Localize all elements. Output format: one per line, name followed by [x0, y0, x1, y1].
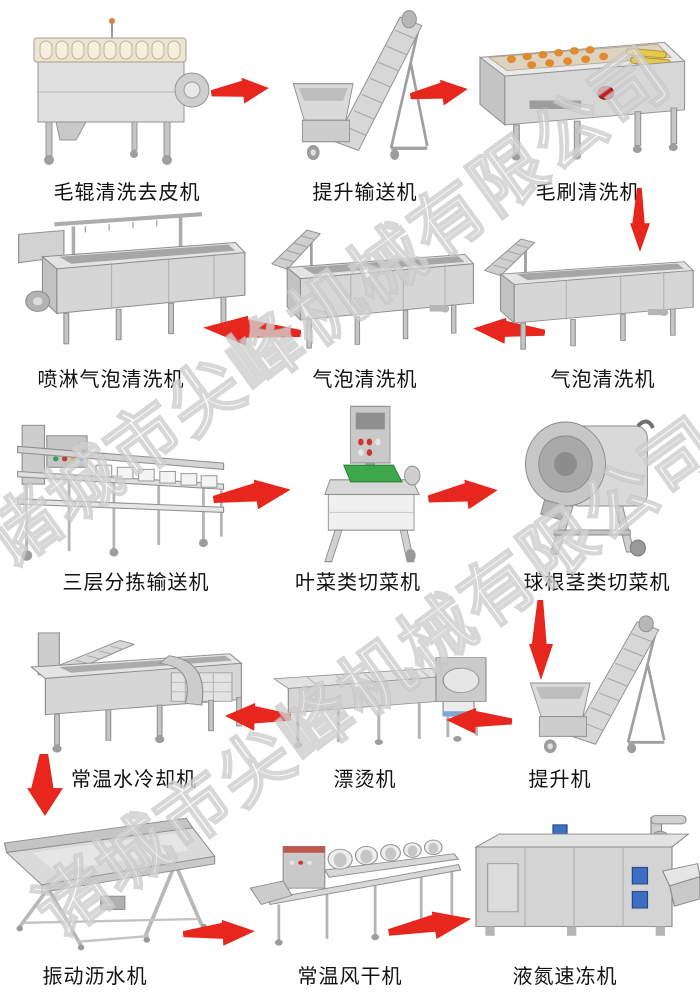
bubble-washer-illustration — [462, 225, 700, 365]
flow-arrow-right-r1a — [210, 75, 270, 107]
machine-label-water-cooler: 常温水冷却机 — [71, 769, 197, 791]
liquid-nitrogen-freezer-illustration — [455, 810, 700, 958]
machine-label-spray-bubble-washer: 喷淋气泡清洗机 — [37, 369, 185, 391]
brush-washer-illustration — [462, 18, 698, 168]
roller-peeler-illustration — [12, 10, 222, 170]
machine-label-blancher: 漂烫机 — [333, 769, 397, 791]
machine-photo-sorting-conveyor — [2, 398, 237, 566]
machine-label-bubble-washer-right: 气泡清洗机 — [550, 369, 656, 391]
flow-arrow-left-r4b — [446, 707, 513, 735]
machine-photo-water-cooler — [8, 612, 253, 764]
machine-photo-bubble-washer-right — [462, 225, 700, 365]
machine-label-air-dryer: 常温风干机 — [297, 966, 403, 988]
machine-photo-roller-peeler — [12, 10, 222, 170]
water-cooler-illustration — [8, 612, 253, 764]
machine-photo-blancher — [255, 630, 505, 760]
machine-label-root-vegetable-cutter: 球根茎类切菜机 — [523, 572, 671, 594]
sorting-conveyor-illustration — [2, 398, 237, 566]
machine-photo-liquid-nitrogen-freezer — [455, 810, 700, 958]
machine-label-elevator: 提升机 — [528, 769, 592, 791]
machine-photo-root-vegetable-cutter — [495, 402, 695, 562]
machine-label-roller-peeler: 毛辊清洗去皮机 — [53, 182, 201, 204]
machine-photo-elevator — [505, 608, 695, 766]
machine-label-elevating-conveyor: 提升输送机 — [312, 182, 418, 204]
machine-label-bubble-washer-middle: 气泡清洗机 — [312, 369, 418, 391]
machine-photo-bubble-washer-middle — [250, 215, 480, 365]
elevator-illustration — [505, 608, 695, 766]
machine-label-sorting-conveyor: 三层分拣输送机 — [62, 572, 210, 594]
machine-photo-brush-washer — [462, 18, 698, 168]
machine-label-brush-washer: 毛刷清洗机 — [535, 182, 641, 204]
blancher-illustration — [255, 630, 505, 760]
machine-label-leaf-vegetable-cutter: 叶菜类切菜机 — [295, 572, 421, 594]
machine-label-vibrating-drainer: 振动沥水机 — [42, 966, 148, 988]
root-vegetable-cutter-illustration — [495, 402, 695, 562]
bubble-washer-illustration — [250, 215, 480, 365]
machine-label-liquid-nitrogen-freezer: 液氮速冻机 — [512, 966, 618, 988]
